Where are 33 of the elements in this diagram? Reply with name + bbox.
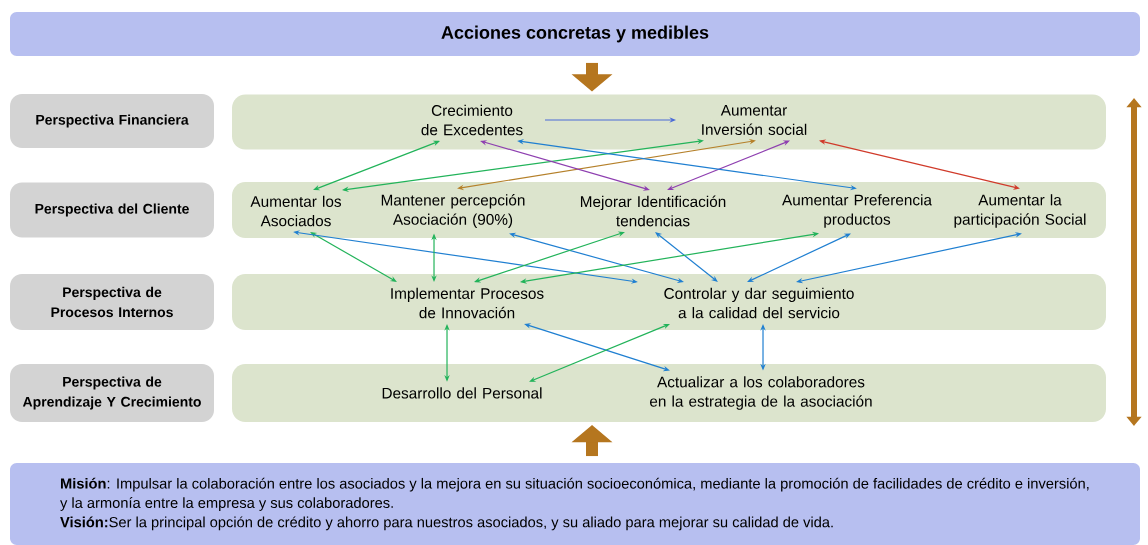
objective-band — [232, 182, 1106, 238]
mission-vision-box: Misión: Impulsar la colaboración entre los asociados y la mejora en su situación socioeconómica, mediante la promoción de facilidades de crédito e inversión, y la armonía entre la empresa y sus colaboradores. Visión:Ser la principal opción de crédito y ahorro para nuestros asociados, y su aliado para mejorar su calidad de vida. — [10, 463, 1140, 545]
objective-band — [232, 274, 1106, 330]
arrow — [457, 139, 756, 191]
objective-text: Crecimiento de Excedentes — [421, 104, 523, 136]
banner: Acciones concretas y medibles — [10, 12, 1140, 56]
arrow — [313, 140, 440, 191]
arrow — [509, 232, 684, 283]
objective-text: Desarrollo del Personal — [382, 387, 542, 399]
objective-text: Controlar y dar seguimiento a la calidad del servicio — [664, 287, 854, 319]
arrow — [529, 323, 670, 382]
arrow — [474, 231, 625, 283]
objective-text: Mejorar Identificación tendencias — [580, 195, 726, 227]
objective-text: Aumentar los Asociados — [250, 195, 342, 227]
arrow — [520, 231, 819, 284]
arrow — [342, 138, 704, 192]
arrow — [796, 232, 1022, 284]
arrow — [293, 230, 638, 284]
arrow — [480, 140, 650, 191]
objective-text: Aumentar Preferencia productos — [782, 194, 932, 228]
perspective-label: Perspectiva de Procesos Internos — [10, 274, 214, 330]
objective-text: Mantener percepción Asociación (90%) — [381, 194, 525, 228]
objective-text: Aumentar Inversión social — [702, 105, 807, 135]
objective-band — [232, 94, 1106, 150]
perspective-label: Perspectiva Financiera — [10, 94, 214, 148]
arrow — [667, 140, 790, 190]
objective-band — [232, 364, 1106, 422]
arrow — [819, 139, 1020, 190]
objective-text: Implementar Procesos de Innovación — [391, 287, 544, 319]
perspective-label: Perspectiva del Cliente — [10, 182, 214, 238]
objective-text: Aumentar la participación Social — [954, 194, 1086, 228]
perspective-label: Perspectiva de Aprendizaje Y Crecimiento — [10, 364, 214, 422]
objective-text: Actualizar a los colaboradores en la estrategia de la asociación — [650, 376, 872, 410]
